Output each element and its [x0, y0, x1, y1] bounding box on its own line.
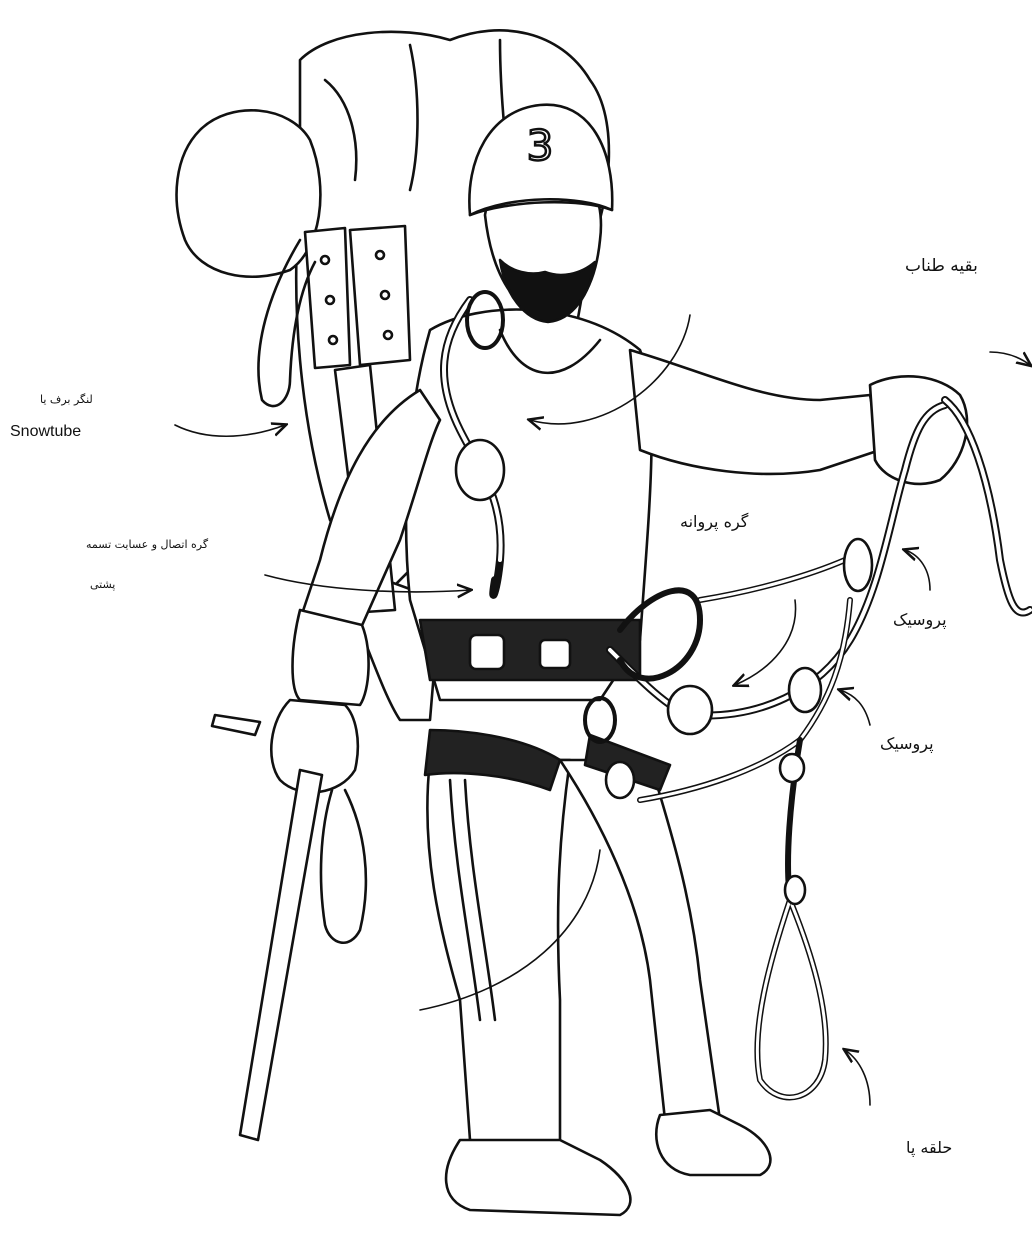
label-prusik-upper: پروسیک [893, 610, 947, 629]
right-arm [630, 350, 967, 484]
label-rest-of-rope: بقیه طناب [905, 256, 978, 276]
label-snow-anchor-en: Snowtube [10, 423, 81, 441]
harness [420, 620, 670, 790]
label-chest-knot-line1: گره اتصال و عسایت تسمه [86, 538, 208, 551]
label-foot-loop: حلقه پا [906, 1138, 952, 1157]
label-chest-knot-line2: پشتی [90, 578, 115, 591]
label-prusik-lower: پروسیک [880, 734, 934, 753]
label-snow-anchor-fa: لنگر برف یا [40, 393, 93, 406]
helmet-number: 3 [527, 121, 554, 170]
label-butterfly-knot: گره پروانه [680, 512, 748, 531]
legs [427, 760, 770, 1215]
